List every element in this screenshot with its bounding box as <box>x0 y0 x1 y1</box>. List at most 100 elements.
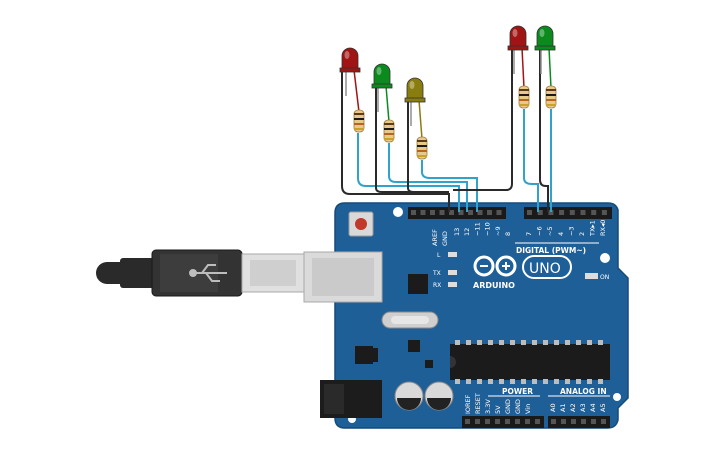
bottom-header-holes <box>465 419 606 424</box>
resistor[interactable] <box>416 136 428 160</box>
led-highlight <box>344 51 350 59</box>
resistor[interactable] <box>383 119 395 143</box>
header-hole <box>475 419 480 424</box>
led-leg <box>521 47 525 89</box>
uno-badge <box>522 255 572 279</box>
led-1[interactable] <box>339 47 365 133</box>
resistor[interactable] <box>353 109 365 133</box>
pin-label: A4 <box>589 403 597 412</box>
resistor-band <box>546 94 556 96</box>
usb-cable[interactable] <box>96 249 383 303</box>
signal-wire[interactable] <box>523 109 539 212</box>
led-on-label: ON <box>600 274 609 281</box>
ground-wire[interactable] <box>407 100 415 193</box>
header-hole <box>496 210 502 215</box>
analog-header[interactable] <box>548 416 610 428</box>
chip-pin <box>499 379 504 384</box>
header-hole <box>559 210 565 215</box>
pin-label: 13 <box>453 228 461 236</box>
resistor[interactable] <box>518 85 530 109</box>
signal-wire[interactable] <box>357 133 460 212</box>
chip-pin <box>488 340 493 345</box>
header-hole <box>477 210 483 215</box>
resistor-body <box>383 119 395 143</box>
signal-wire[interactable] <box>388 143 468 212</box>
chip-pin <box>543 379 548 384</box>
led-leg <box>385 85 390 123</box>
aref-label: AREF <box>431 229 439 246</box>
led-rx-label: RX <box>433 282 441 289</box>
resistor-body <box>353 109 365 133</box>
header-hole <box>571 419 576 424</box>
chip-pin <box>554 379 559 384</box>
resistor-band <box>519 99 529 101</box>
header-hole <box>591 419 596 424</box>
pin-label: 8 <box>504 232 512 236</box>
ground-wire[interactable] <box>341 70 450 212</box>
voltage-regulator <box>355 346 373 364</box>
pin-label: 12 <box>463 228 471 236</box>
led-rim <box>534 45 556 51</box>
led-bulb <box>406 77 424 101</box>
resistor[interactable] <box>545 85 557 109</box>
led-tx-indicator <box>448 270 457 275</box>
chip-pin <box>598 340 603 345</box>
pin-label: 7 <box>525 232 533 236</box>
chip-pin <box>466 379 471 384</box>
led-2[interactable] <box>371 63 395 143</box>
led-bulb <box>341 47 359 71</box>
chip-pin <box>466 340 471 345</box>
pin-label: A3 <box>579 403 587 412</box>
led-4[interactable] <box>507 25 530 109</box>
signal-wire[interactable] <box>421 160 478 212</box>
led-bulb <box>536 25 554 49</box>
led-3[interactable] <box>404 77 428 160</box>
atmega-chip-pins <box>455 340 603 384</box>
analog-label: ANALOG IN <box>560 387 607 396</box>
chip-pin <box>576 340 581 345</box>
led-5[interactable] <box>534 25 557 109</box>
led-rim <box>339 67 361 73</box>
capacitor-2 <box>424 381 454 411</box>
resistor-band <box>354 118 364 120</box>
chip-pin <box>510 340 515 345</box>
digital-header-right[interactable] <box>524 207 612 219</box>
chip-pin <box>521 340 526 345</box>
header-hole <box>551 419 556 424</box>
small-ic <box>425 360 433 368</box>
pin-label: IOREF <box>464 394 472 414</box>
reset-button-cap[interactable] <box>355 218 367 230</box>
mounting-hole <box>600 253 610 263</box>
chip-pin <box>488 379 493 384</box>
pin-label: ~10 <box>484 222 492 236</box>
led-rim <box>404 97 426 103</box>
resistor-body <box>518 85 530 109</box>
resistor-band <box>546 104 556 106</box>
chip-pin <box>532 379 537 384</box>
ground-wire[interactable] <box>453 48 513 191</box>
resistor-band <box>519 94 529 96</box>
led-on-indicator <box>585 273 598 279</box>
led-l-indicator <box>448 252 457 257</box>
wires <box>341 48 552 212</box>
header-hole <box>449 210 454 215</box>
header-hole <box>439 210 445 215</box>
mounting-hole <box>393 207 403 217</box>
usb-interface-chip <box>408 274 428 294</box>
voltage-regulator-tab <box>372 348 378 362</box>
resistor-band <box>384 128 394 130</box>
chip-pin <box>499 340 504 345</box>
ground-wire[interactable] <box>539 48 549 212</box>
pin-label: 4 <box>557 232 565 236</box>
pin-label: GND <box>504 399 512 414</box>
header-hole <box>458 210 464 215</box>
ground-wire[interactable] <box>375 86 449 193</box>
chip-pin <box>510 379 515 384</box>
pin-label: A1 <box>559 403 567 412</box>
power-header[interactable] <box>462 416 544 428</box>
